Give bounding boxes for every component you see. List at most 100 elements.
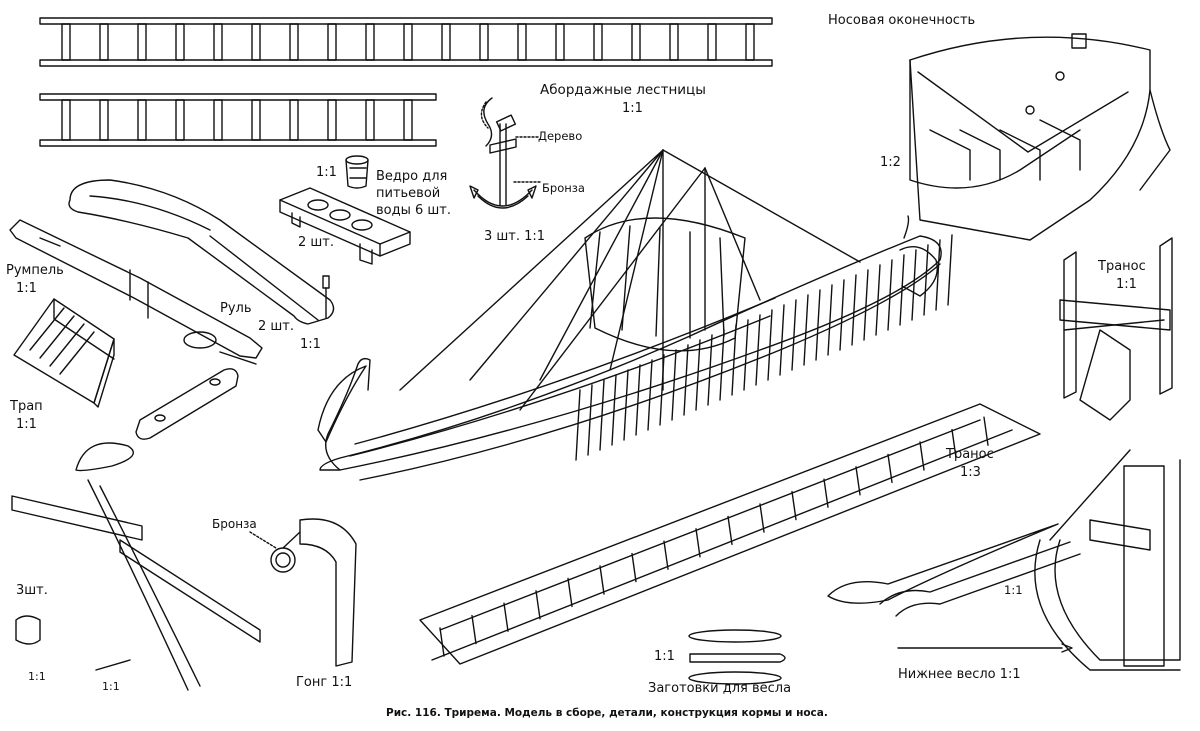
oar bbox=[900, 255, 904, 325]
tiller-icon bbox=[10, 220, 262, 364]
oar bbox=[804, 295, 808, 365]
ladder-rung bbox=[404, 24, 412, 60]
ladder-rung bbox=[366, 24, 374, 60]
ladder-rung bbox=[62, 24, 70, 60]
label-oar-blanks-scale: 1:1 bbox=[654, 649, 675, 664]
ladder-rail bbox=[40, 94, 436, 100]
oar bbox=[612, 375, 616, 445]
ladder-rung bbox=[100, 100, 108, 140]
label-bucket-3: воды 6 шт. bbox=[376, 203, 451, 218]
thranos-post bbox=[472, 616, 476, 644]
ladder-rung bbox=[290, 24, 298, 60]
oar bbox=[792, 300, 796, 370]
oar bbox=[648, 360, 652, 430]
plank-icon bbox=[136, 369, 238, 439]
ladder-rung bbox=[176, 100, 184, 140]
oar bbox=[744, 320, 748, 390]
thranos-post bbox=[696, 529, 700, 557]
bucket-bench bbox=[280, 188, 410, 264]
label-bucket-1: Ведро для bbox=[376, 169, 447, 184]
ladder-rung bbox=[442, 24, 450, 60]
oar bbox=[636, 365, 640, 435]
ladder-rung bbox=[214, 100, 222, 140]
thranos-post bbox=[440, 628, 444, 656]
thranos-post bbox=[792, 492, 796, 520]
oar bbox=[756, 315, 760, 385]
rudder-icon bbox=[69, 180, 334, 324]
oar bbox=[588, 385, 592, 455]
oar bbox=[768, 310, 772, 380]
oar bbox=[672, 350, 676, 420]
oar bbox=[864, 270, 868, 340]
label-tiller-scale: 1:1 bbox=[16, 281, 37, 296]
label-ladders: Абордажные лестницы bbox=[540, 82, 706, 98]
oar bbox=[696, 340, 700, 410]
thranos-post bbox=[920, 442, 924, 470]
oar bbox=[708, 335, 712, 405]
oar bbox=[720, 330, 724, 400]
gong-icon bbox=[250, 519, 356, 666]
oar-blanks-icon bbox=[689, 630, 785, 684]
ladder-rung bbox=[138, 100, 146, 140]
thranos-post bbox=[952, 430, 956, 458]
label-gangway: Трап bbox=[9, 399, 43, 414]
thranos-post bbox=[664, 541, 668, 569]
label-bronze-anchor: Бронза bbox=[542, 181, 585, 195]
label-thranos-top-scale: 1:1 bbox=[1116, 277, 1137, 292]
ladder-rung bbox=[708, 24, 716, 60]
label-wood: Дерево bbox=[538, 129, 582, 143]
oar bbox=[912, 250, 916, 320]
oar bbox=[576, 390, 580, 460]
ladder-rung bbox=[328, 24, 336, 60]
ladder-rung bbox=[480, 24, 488, 60]
figure-caption: Рис. 116. Трирема. Модель в сборе, детал… bbox=[386, 707, 828, 719]
thranos-post bbox=[632, 554, 636, 582]
ladder-rung bbox=[176, 24, 184, 60]
boarding-ladder-top bbox=[40, 18, 772, 66]
ladder-rung bbox=[138, 24, 146, 60]
ladder-rail bbox=[40, 140, 436, 146]
ladder-rung bbox=[518, 24, 526, 60]
label-bronze-gong: Бронза bbox=[212, 517, 257, 531]
ladder-rung bbox=[556, 24, 564, 60]
ladder-rung bbox=[100, 24, 108, 60]
label-oar-blanks: Заготовки для весла bbox=[648, 681, 791, 696]
thranos-post bbox=[600, 566, 604, 594]
gangway-icon bbox=[14, 299, 114, 407]
thranos-post bbox=[568, 578, 572, 606]
label-bow-title: Носовая оконечность bbox=[828, 13, 975, 28]
label-three-pcs: 3шт. bbox=[16, 583, 48, 598]
thranos-detail bbox=[1060, 238, 1172, 420]
label-rudder: Руль bbox=[220, 301, 252, 316]
oar bbox=[888, 260, 892, 330]
label-scale-bl2: 1:1 bbox=[102, 680, 120, 693]
label-gong: Гонг 1:1 bbox=[296, 675, 352, 690]
label-rudder-scale: 1:1 bbox=[300, 337, 321, 352]
boarding-ladder-bottom bbox=[40, 94, 436, 146]
ladder-rung bbox=[252, 24, 260, 60]
label-thranos-mid: Транос bbox=[945, 447, 994, 462]
thranos-post bbox=[824, 479, 828, 507]
label-scale-bl1: 1:1 bbox=[28, 670, 46, 683]
label-bucket-2: питьевой bbox=[376, 186, 440, 201]
oar bbox=[840, 280, 844, 350]
anchor-icon bbox=[470, 98, 540, 208]
oar bbox=[924, 245, 928, 315]
thranos-post bbox=[856, 467, 860, 495]
ladder-rung bbox=[670, 24, 678, 60]
oar bbox=[936, 240, 940, 310]
oar bbox=[600, 380, 604, 450]
oar bbox=[624, 370, 628, 440]
label-ladders-scale: 1:1 bbox=[622, 101, 643, 116]
thranos-post bbox=[728, 516, 732, 544]
trireme-hull bbox=[320, 216, 952, 480]
label-tiller: Румпель bbox=[6, 263, 64, 278]
ladder-rung bbox=[746, 24, 754, 60]
lower-oar-icon bbox=[828, 524, 1080, 652]
oar bbox=[876, 265, 880, 335]
label-lower-oar-scale: 1:1 bbox=[1004, 583, 1023, 597]
ladder-rung bbox=[404, 100, 412, 140]
ladder-rung bbox=[252, 100, 260, 140]
ladder-rung bbox=[214, 24, 222, 60]
